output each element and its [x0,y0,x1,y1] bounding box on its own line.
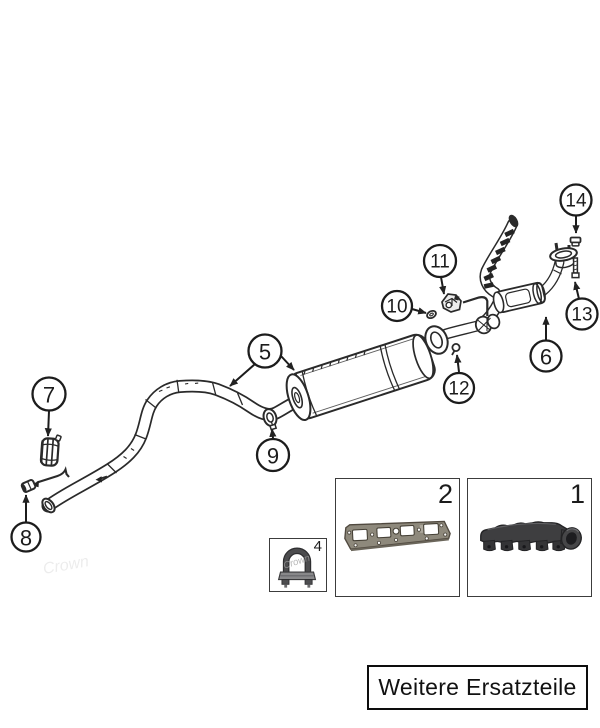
flange-stud [571,257,580,279]
part-number: 2 [437,479,453,509]
part-box-manifold[interactable]: 1 [467,478,592,597]
hanger-grommet [20,479,37,493]
flange-nut [569,236,582,247]
more-parts-button[interactable]: Weitere Ersatzteile [367,665,588,710]
svg-text:6: 6 [540,345,552,370]
more-parts-label: Weitere Ersatzteile [378,674,577,700]
svg-text:12: 12 [448,379,469,400]
part-box-clamp[interactable]: Crown 4 [269,538,327,592]
watermark: Crown [42,553,91,578]
svg-text:9: 9 [267,444,279,469]
callout-5[interactable]: 5 [247,333,283,369]
svg-text:11: 11 [430,252,450,273]
svg-text:14: 14 [565,191,587,212]
callout-10[interactable]: 10 [380,289,414,323]
front-pipe-left-branch [479,214,519,298]
svg-text:5: 5 [259,340,271,365]
callout-6[interactable]: 6 [529,339,563,373]
muffler [285,333,436,421]
callout-9[interactable]: 9 [255,437,291,473]
watermark: Crown [282,553,311,572]
svg-text:10: 10 [386,297,407,318]
part-number: 4 [313,538,322,555]
callout-14[interactable]: 14 [559,183,593,217]
callout-12[interactable]: 12 [442,371,476,405]
callout-13[interactable]: 13 [565,297,599,331]
callout-8[interactable]: 8 [10,521,42,553]
ball-joint [474,313,501,335]
part-number: 1 [569,479,585,509]
front-pipe-right-branch [538,257,565,296]
tailpipe [41,379,299,514]
flange-clamp [451,343,461,356]
exhaust-insulator [39,434,62,467]
svg-text:7: 7 [43,383,55,408]
part-box-gasket[interactable]: 2 [335,478,460,597]
callout-7[interactable]: 7 [31,376,67,412]
pipe-flange [424,325,449,355]
isolator-ring [426,309,437,320]
bracket-rod [462,296,489,316]
callout-11[interactable]: 11 [422,243,458,279]
hanger-bracket [441,293,462,313]
svg-text:13: 13 [571,305,592,326]
svg-text:8: 8 [20,526,32,551]
catalytic-converter [492,281,546,314]
